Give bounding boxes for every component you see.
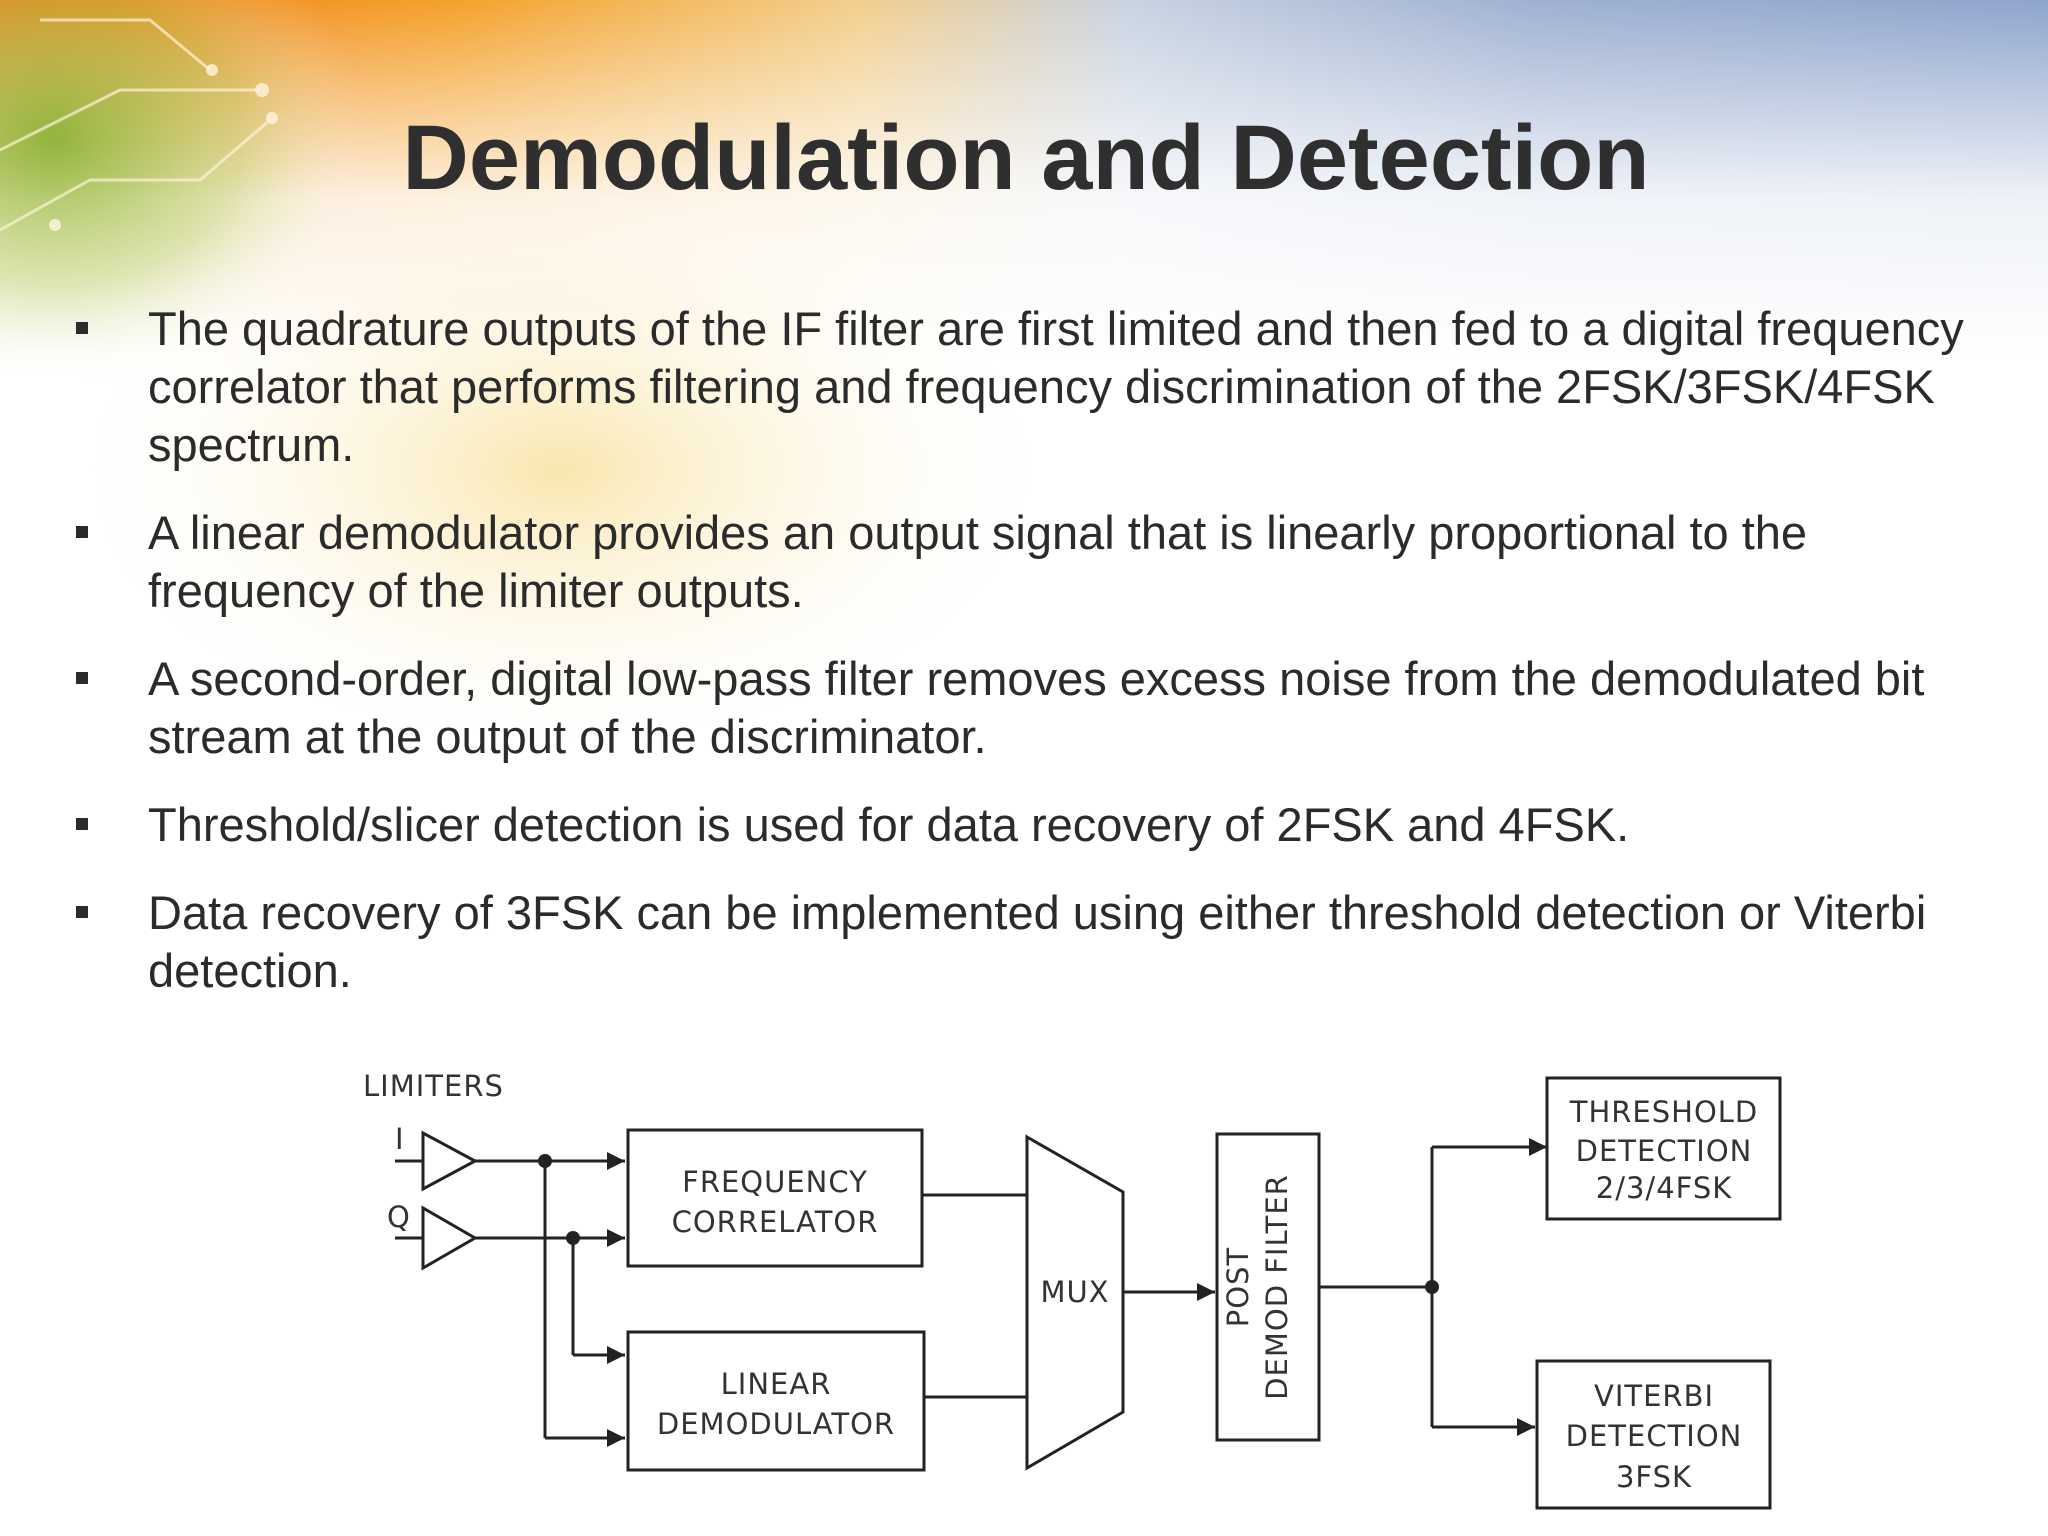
post-filter-label-line2: DEMOD FILTER xyxy=(1260,1174,1294,1400)
bullet-square-icon xyxy=(76,672,88,684)
slide-title-text: Demodulation and Detection xyxy=(402,107,1650,209)
input-i-label: I xyxy=(395,1122,405,1156)
viterbi-detection-block xyxy=(1535,1359,1772,1510)
viterbi-label-line1: VITERBI xyxy=(1594,1379,1714,1413)
bullet-item: The quadrature outputs of the IF filter … xyxy=(76,300,1976,474)
junction-dot xyxy=(538,1154,552,1168)
bullet-square-icon xyxy=(76,526,88,538)
demod-label-line1: LINEAR xyxy=(721,1367,832,1401)
bullet-square-icon xyxy=(76,818,88,830)
bullet-item: A linear demodulator provides an output … xyxy=(76,504,1976,620)
junction-dot xyxy=(1425,1280,1439,1294)
threshold-detection-block xyxy=(1545,1076,1782,1221)
demod-label-line2: DEMODULATOR xyxy=(657,1407,895,1441)
limiters-label: LIMITERS xyxy=(363,1069,504,1103)
bullet-square-icon xyxy=(76,906,88,918)
bullet-item: Threshold/slicer detection is used for d… xyxy=(76,796,1976,854)
block-diagram-svg: LIMITERS I Q FREQUENCY CORRELATOR LINEAR… xyxy=(363,1069,1782,1510)
bullet-text: The quadrature outputs of the IF filter … xyxy=(148,302,1964,471)
bullet-list: The quadrature outputs of the IF filter … xyxy=(76,300,1976,1030)
mux-label: MUX xyxy=(1040,1275,1109,1309)
block-diagram: LIMITERS I Q FREQUENCY CORRELATOR LINEAR… xyxy=(355,1055,1825,1520)
bullet-item: Data recovery of 3FSK can be implemented… xyxy=(76,884,1976,1000)
viterbi-label-line3: 3FSK xyxy=(1616,1460,1692,1494)
bullet-square-icon xyxy=(76,322,88,334)
threshold-label-line1: THRESHOLD xyxy=(1569,1095,1759,1129)
slide-title: Demodulation and Detection xyxy=(0,108,2048,208)
frequency-correlator-block xyxy=(626,1128,924,1268)
bullet-text: Data recovery of 3FSK can be implemented… xyxy=(148,886,1927,997)
post-filter-label-line1: POST xyxy=(1221,1247,1255,1327)
bullet-text: A linear demodulator provides an output … xyxy=(148,506,1808,617)
correlator-label-line1: FREQUENCY xyxy=(682,1165,868,1199)
junction-dot xyxy=(566,1231,580,1245)
mux-block xyxy=(1025,1134,1125,1471)
limiter-i-triangle xyxy=(421,1130,479,1192)
limiter-q-triangle xyxy=(421,1205,479,1271)
bullet-item: A second-order, digital low-pass filter … xyxy=(76,650,1976,766)
viterbi-label-line2: DETECTION xyxy=(1566,1419,1743,1453)
bullet-text: Threshold/slicer detection is used for d… xyxy=(148,798,1630,851)
correlator-label-line2: CORRELATOR xyxy=(672,1205,879,1239)
input-q-label: Q xyxy=(387,1200,411,1234)
bullet-text: A second-order, digital low-pass filter … xyxy=(148,652,1925,763)
linear-demodulator-block xyxy=(626,1330,926,1472)
threshold-label-line2: DETECTION xyxy=(1576,1134,1753,1168)
threshold-label-line3: 2/3/4FSK xyxy=(1596,1171,1733,1205)
